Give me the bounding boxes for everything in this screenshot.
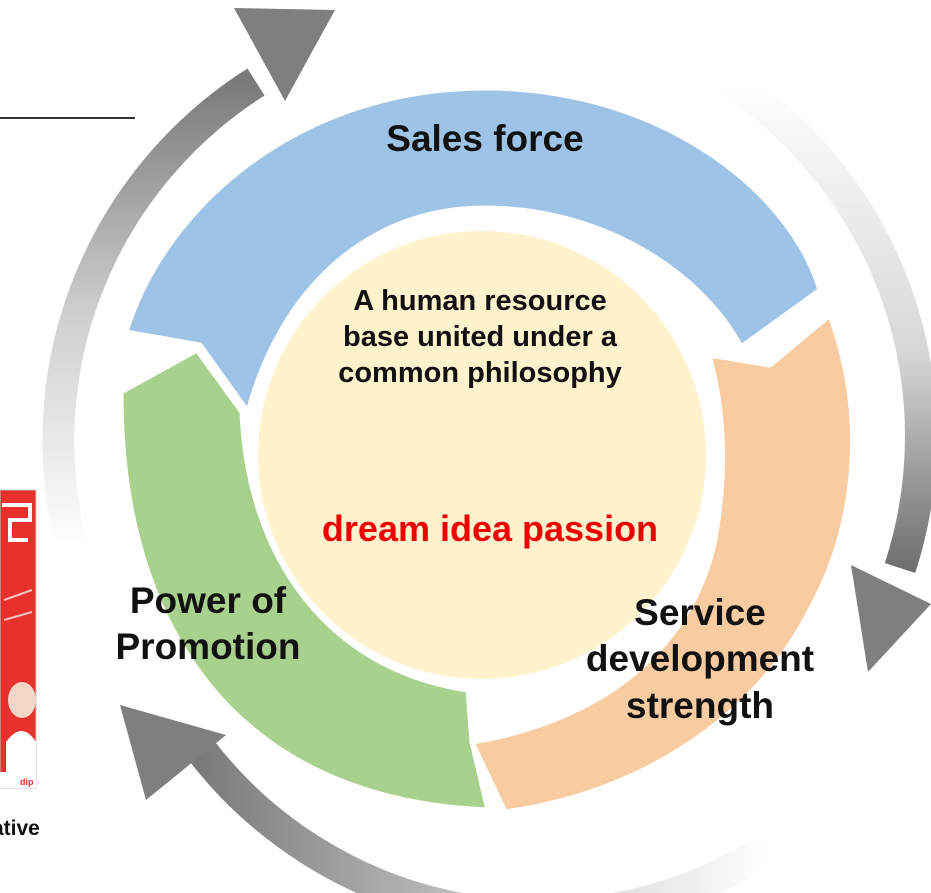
segment-label-service: Service development strength	[585, 592, 815, 726]
person-figure	[8, 682, 36, 718]
arrow-left-arc	[42, 68, 265, 553]
ad-thumbnail: dip	[0, 489, 37, 789]
arrow-right-head	[851, 565, 931, 672]
segment-promotion	[118, 347, 491, 813]
segment-label-promotion: Power of Promotion	[115, 580, 301, 667]
center-circle	[258, 231, 706, 679]
center-tagline: dream idea passion	[321, 508, 659, 549]
arrow-left-head	[234, 8, 335, 101]
segment-service	[469, 312, 856, 815]
arrow-bottom-head	[120, 705, 226, 800]
segment-label-sales: Sales force	[386, 118, 584, 159]
arrow-right-arc	[719, 66, 931, 573]
segment-sales	[123, 85, 823, 415]
center-text: A human resource base united under a com…	[338, 285, 622, 389]
dip-logo: dip	[20, 777, 34, 787]
cycle-arrows	[42, 8, 931, 893]
arrow-bottom-arc	[185, 736, 779, 893]
thumbnail-caption: ative	[0, 817, 40, 840]
